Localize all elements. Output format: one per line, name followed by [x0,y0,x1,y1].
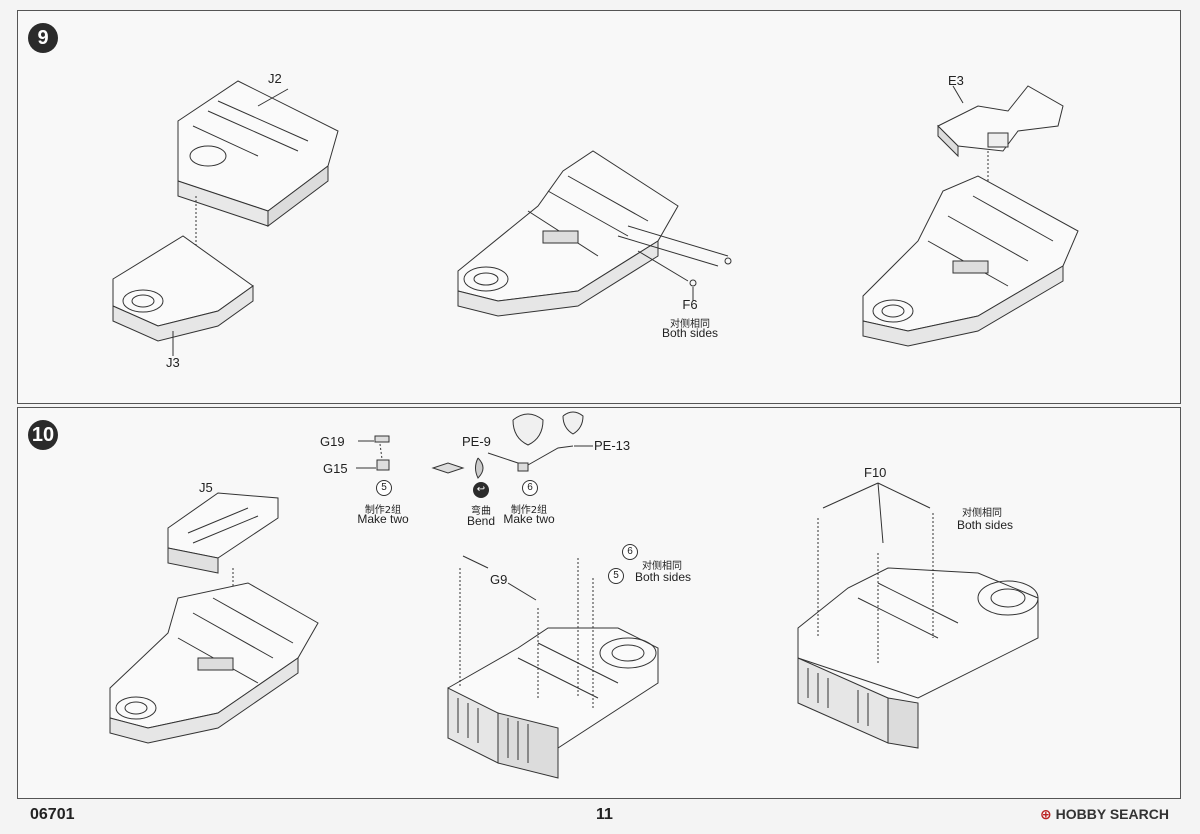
label-make-two-cn-1: 制作2组 [364,505,402,516]
part-g19-drawing [358,435,390,443]
label-bend-en: Bend [466,514,496,528]
part-pe13-drawing [512,411,593,466]
assembly-right-drawing [797,513,1039,749]
assembly-right-drawing [862,175,1079,347]
step-9-panel: 9 [17,10,1181,404]
product-code: 06701 [30,806,75,823]
label-f6-note-cn: 对侧相同 [670,319,710,330]
label-j2: J2 [268,71,282,86]
assembly-middle-drawing [457,150,732,317]
logo-mark-icon: ⊕ [1040,806,1052,822]
step-10-panel: 10 [17,407,1181,799]
label-j3: J3 [166,355,180,370]
label-f10: F10 [864,465,887,480]
part-j5-drawing [167,492,279,574]
label-j5: J5 [199,480,213,495]
step-10-drawing [109,411,1039,779]
label-f6: F6 [682,297,698,312]
label-make-two-en-2: Make two [503,512,555,526]
part-j2-drawing [177,80,339,227]
label-g15: G15 [323,461,348,476]
part-g15-drawing [356,443,390,471]
label-f6-note-en: Both sides [661,326,719,340]
label-make-two-cn-2: 制作2组 [510,505,548,516]
part-j3-drawing [112,235,254,356]
label-make-two-en-1: Make two [357,512,409,526]
label-pe13: PE-13 [594,438,631,453]
label-both-sides-cn-2: 对侧相同 [962,508,1002,519]
part-pe9-drawing [431,452,529,479]
bend-icon: ↩ [473,482,489,498]
label-both-sides-en-1: Both sides [635,570,692,584]
part-e3-drawing [937,85,1064,158]
qty-circle-6: 6 [522,480,538,496]
step-number-badge: 10 [28,420,58,450]
watermark-logo: ⊕ HOBBY SEARCH [1040,806,1169,823]
qty-circle-5: 5 [376,480,392,496]
label-bend-cn: 弯曲 [471,506,491,517]
label-pe9: PE-9 [462,434,491,449]
qty-circle-6b: 6 [622,544,638,560]
logo-text: HOBBY SEARCH [1055,806,1169,822]
label-g19: G19 [320,434,345,449]
page-number: 11 [596,806,613,823]
assembly-left-drawing [109,582,319,744]
label-both-sides-cn-1: 对侧相同 [642,561,682,572]
qty-circle-5b: 5 [608,568,624,584]
assembly-middle-drawing [447,558,659,779]
label-e3: E3 [948,73,964,88]
label-both-sides-en-2: Both sides [957,518,1014,532]
step-9-drawing [112,80,1079,356]
step-number-badge: 9 [28,23,58,53]
label-g9: G9 [490,572,508,587]
